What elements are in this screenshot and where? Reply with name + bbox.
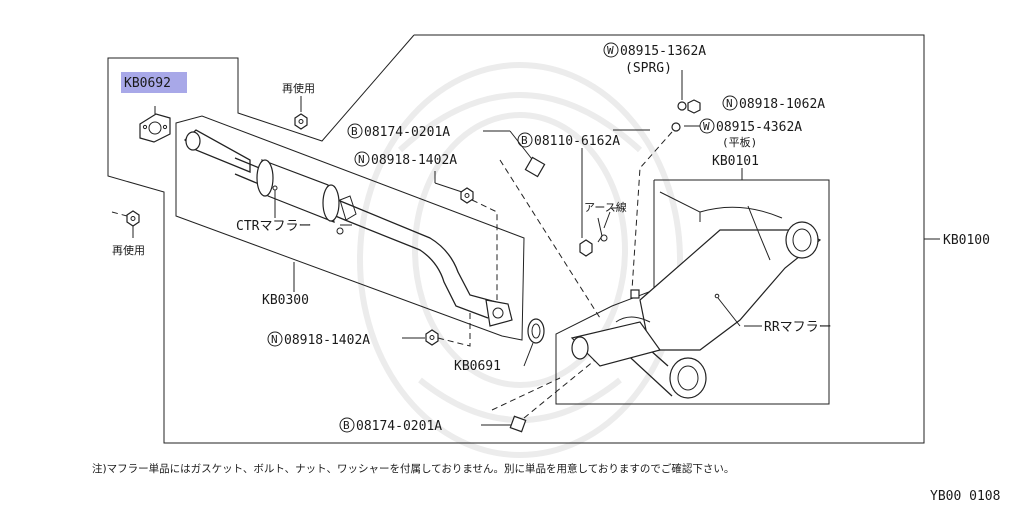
nut-08918-1402a-bottom: [402, 312, 471, 347]
bolt-08174-0201a-bottom: [481, 355, 601, 433]
part-label-kb0101[interactable]: KB0101: [712, 154, 759, 169]
assembly-frame-kb0100: [107, 34, 925, 444]
label-rr-muffler: RRマフラー: [764, 320, 832, 335]
earth-wire: [597, 211, 611, 243]
rear-muffler: [570, 191, 822, 399]
circled-prefixes: W N W B B N N B: [267, 42, 738, 433]
prefix-b-3: B: [343, 419, 350, 432]
prefix-n-2: N: [358, 153, 365, 166]
washer-stack-upper: [631, 70, 701, 291]
prefix-w-2: W: [703, 120, 710, 133]
label-reuse-left: 再使用: [112, 244, 145, 257]
part-label-kb0100[interactable]: KB0100: [943, 233, 990, 248]
gasket-kb0691: [523, 318, 545, 367]
callout-n-08918-1402a-bottom[interactable]: 08918-1402A: [284, 333, 370, 348]
label-sprg: (SPRG): [625, 61, 672, 76]
nut-reuse-left: [111, 210, 140, 238]
callout-b-08174-0201a-top[interactable]: 08174-0201A: [364, 125, 450, 140]
kb0692-highlight: [121, 72, 187, 93]
part-label-kb0300[interactable]: KB0300: [262, 293, 309, 308]
part-label-kb0691[interactable]: KB0691: [454, 359, 501, 374]
prefix-b-1: B: [351, 125, 358, 138]
subframe-kb0101: [555, 179, 830, 405]
nut-reuse-top: [294, 96, 308, 130]
prefix-n-3: N: [271, 333, 278, 346]
callout-b-08174-0201a-bottom[interactable]: 08174-0201A: [356, 419, 442, 434]
page-code: YB00 0108: [930, 489, 1000, 504]
footnote: 注)マフラー単品にはガスケット、ボルト、ナット、ワッシャーを付属しておりません。…: [92, 462, 734, 475]
label-earth-wire: アース線: [584, 200, 627, 214]
label-reuse-top: 再使用: [282, 82, 315, 95]
label-ctr-muffler: CTRマフラー: [236, 219, 311, 234]
bolt-08110-6162a: [579, 148, 593, 257]
prefix-n-1: N: [726, 97, 733, 110]
prefix-b-2: B: [521, 134, 528, 147]
subframe-kb0300: [175, 115, 525, 341]
bolt-08174-0201a-top: [483, 130, 601, 319]
callout-b-08110-6162a[interactable]: 08110-6162A: [534, 134, 620, 149]
part-label-kb0692[interactable]: KB0692: [124, 76, 171, 91]
nut-08918-1402a-top: [434, 171, 498, 300]
label-flat: (平板): [722, 135, 757, 149]
callout-n-08918-1402a-top[interactable]: 08918-1402A: [371, 153, 457, 168]
center-pipe-assembly: [184, 129, 513, 327]
gasket-kb0692: [139, 106, 171, 143]
callout-n-08918-1062a[interactable]: 08918-1062A: [739, 97, 825, 112]
callout-w-08915-4362a[interactable]: 08915-4362A: [716, 120, 802, 135]
callout-w-08915-1362a[interactable]: 08915-1362A: [620, 44, 706, 59]
prefix-w-1: W: [607, 44, 614, 57]
